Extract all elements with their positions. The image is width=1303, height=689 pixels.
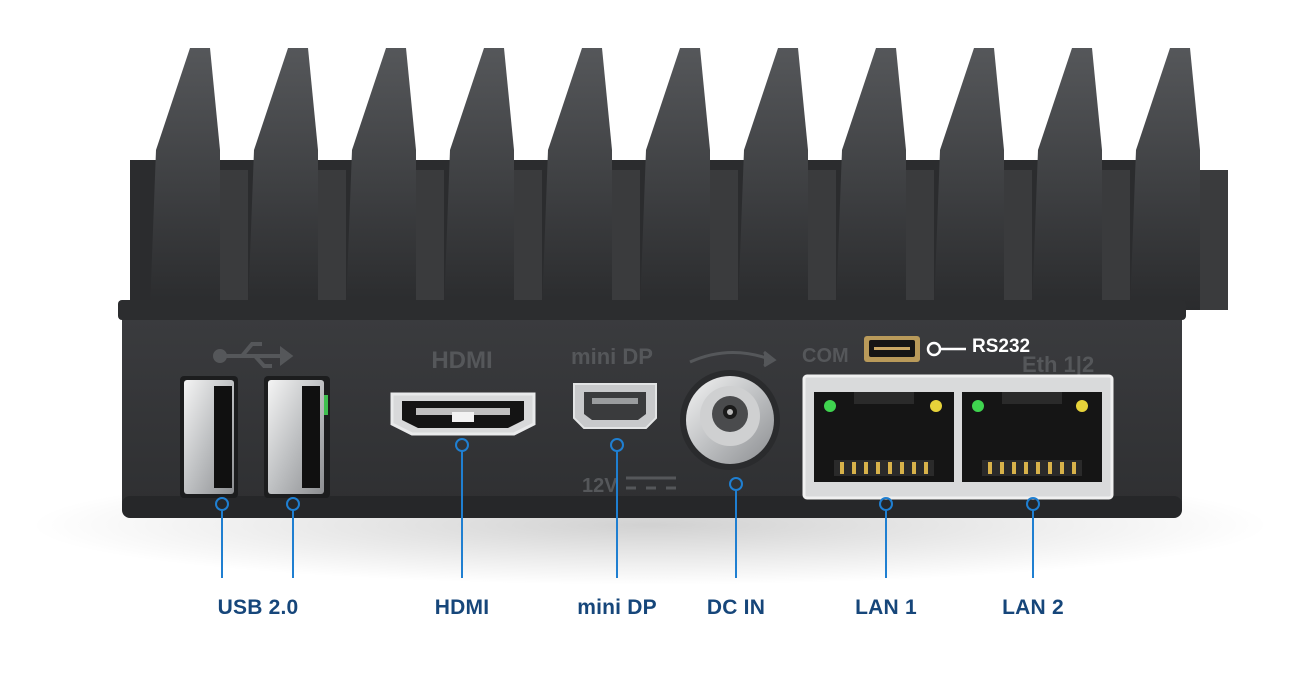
callout-anchor [286, 497, 300, 511]
heatsink-fin-gap [710, 170, 738, 310]
lan-pin [912, 462, 916, 474]
hdmi-engraving: HDMI [431, 347, 492, 374]
dc-symbol [626, 476, 676, 490]
lan-pin [1060, 462, 1064, 474]
heatsink-fin-gap [1102, 170, 1130, 310]
lan-pin [900, 462, 904, 474]
rs232-port [864, 336, 920, 362]
lan-pin [924, 462, 928, 474]
label-dc-in: DC IN [706, 596, 766, 619]
heatsink-fin [248, 48, 318, 310]
lan-contact-pins [840, 462, 1076, 474]
callout-lines [215, 438, 1040, 578]
heatsink-fins [130, 48, 1228, 310]
callout-anchor [610, 438, 624, 452]
lan-pin [876, 462, 880, 474]
lan-pin [988, 462, 992, 474]
device-top-edge [118, 300, 1186, 320]
lan-pin [840, 462, 844, 474]
heatsink-fin-gap [220, 170, 248, 310]
voltage-engraving: 12V [582, 475, 618, 497]
lan-pin [1036, 462, 1040, 474]
heatsink-fin [346, 48, 416, 310]
rs232-label: RS232 [972, 336, 1031, 357]
heatsink-fin-gap [318, 170, 346, 310]
heatsink-fin [934, 48, 1004, 310]
lan-port-1 [814, 392, 954, 482]
label-usb-2-0: USB 2.0 [217, 596, 299, 619]
heatsink-fin [738, 48, 808, 310]
heatsink-fin-gap [1004, 170, 1032, 310]
heatsink-fin [444, 48, 514, 310]
lan-pin [1000, 462, 1004, 474]
usb-port-2 [264, 376, 330, 498]
heatsink-fin [836, 48, 906, 310]
mini-dp-engraving: mini DP [571, 344, 653, 369]
rs232-callout [926, 341, 966, 357]
lan-pin [1048, 462, 1052, 474]
dc-in-jack [680, 370, 780, 470]
label-mini-dp: mini DP [577, 596, 657, 619]
callout-anchor [729, 477, 743, 491]
heatsink-fin [1130, 48, 1200, 310]
heatsink-fin [150, 48, 220, 310]
heatsink-fin [640, 48, 710, 310]
callout-anchor [455, 438, 469, 452]
lan-pin [1024, 462, 1028, 474]
callout-anchor [1026, 497, 1040, 511]
lan-port-2 [962, 392, 1102, 482]
label-lan-1: LAN 1 [855, 596, 917, 619]
heatsink-fin [1032, 48, 1102, 310]
hdmi-port [390, 392, 536, 436]
lan-block [802, 374, 1114, 500]
usb-icon [213, 342, 294, 368]
mini-dp-port [573, 383, 657, 429]
heatsink-fin-gap [416, 170, 444, 310]
com-engraving: COM [802, 345, 849, 367]
usb-port-1 [180, 376, 238, 498]
device-base-strip [122, 496, 1182, 518]
heatsink-fin-gap [1200, 170, 1228, 310]
callout-anchor [215, 497, 229, 511]
label-hdmi: HDMI [434, 596, 490, 619]
heatsink-fin-gap [612, 170, 640, 310]
callout-anchor [879, 497, 893, 511]
lan-pin [852, 462, 856, 474]
heatsink-fin-gap [808, 170, 836, 310]
lan-pin [1072, 462, 1076, 474]
heatsink-fin [542, 48, 612, 310]
label-lan-2: LAN 2 [1002, 596, 1064, 619]
lan-pin [864, 462, 868, 474]
lan-pin [1012, 462, 1016, 474]
eth-engraving: Eth 1|2 [1022, 352, 1094, 377]
heatsink-fin-gap [906, 170, 934, 310]
lan-pin [888, 462, 892, 474]
dc-lock-arrow [689, 350, 777, 368]
heatsink-fin-gap [514, 170, 542, 310]
